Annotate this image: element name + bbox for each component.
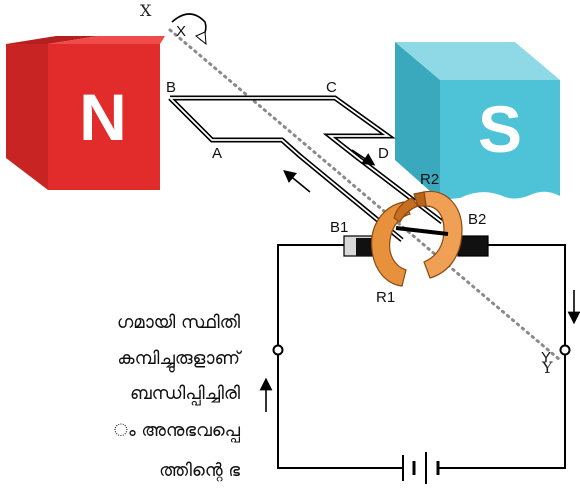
brush-b1 bbox=[343, 235, 373, 257]
brush-label-b1: B1 bbox=[330, 219, 348, 236]
coil-corner-c: C bbox=[326, 79, 337, 96]
south-magnet-face bbox=[440, 80, 560, 200]
brush-label-b2: B2 bbox=[468, 211, 486, 228]
coil-corner-a: A bbox=[212, 145, 222, 162]
ring-r1 bbox=[371, 201, 411, 287]
north-magnet-side bbox=[6, 44, 48, 190]
rotation-arrow: X bbox=[171, 13, 207, 46]
ring-label-r1: R1 bbox=[376, 289, 395, 306]
ring-label-r2: R2 bbox=[420, 171, 439, 188]
current-arrow-cd bbox=[351, 149, 376, 166]
axis-label-x: X bbox=[140, 1, 152, 20]
south-magnet-side bbox=[395, 42, 440, 200]
coil-corner-b: B bbox=[166, 79, 176, 96]
ring-r2 bbox=[423, 190, 463, 279]
coil-corner-d: D bbox=[378, 145, 389, 162]
south-magnet-top bbox=[395, 42, 560, 80]
axis-y-marker: Y bbox=[541, 349, 551, 366]
terminal-right bbox=[559, 344, 571, 356]
axis-label-y: Y bbox=[541, 358, 553, 377]
axis-x-marker: X bbox=[176, 23, 186, 40]
commutator-shaft bbox=[395, 226, 449, 236]
coil-inner bbox=[169, 97, 443, 241]
north-pole-label: N bbox=[79, 80, 127, 154]
external-circuit bbox=[277, 244, 566, 469]
south-magnet: S bbox=[395, 42, 560, 200]
text-line-2: കമ്പിച്ചുരുളാണ് bbox=[117, 348, 240, 369]
terminal-left bbox=[272, 344, 284, 356]
split-ring-commutator bbox=[371, 190, 463, 287]
north-magnet: N bbox=[6, 36, 165, 190]
brush-b2 bbox=[457, 235, 489, 257]
south-pole-label: S bbox=[478, 92, 522, 166]
rotation-axis bbox=[168, 28, 562, 362]
text-line-5: ത്തിന്റെ ഭ bbox=[159, 460, 240, 481]
current-arrow-ab bbox=[283, 169, 311, 193]
text-line-1: ഗമായി സ്ഥിതി bbox=[116, 312, 240, 333]
battery bbox=[402, 452, 440, 484]
text-line-3: ബന്ധിപ്പിച്ചിരി bbox=[130, 383, 240, 404]
north-magnet-top bbox=[6, 36, 98, 44]
text-line-4: ം അനുഭവപ്പെ bbox=[113, 420, 240, 441]
north-magnet-face bbox=[48, 44, 160, 190]
